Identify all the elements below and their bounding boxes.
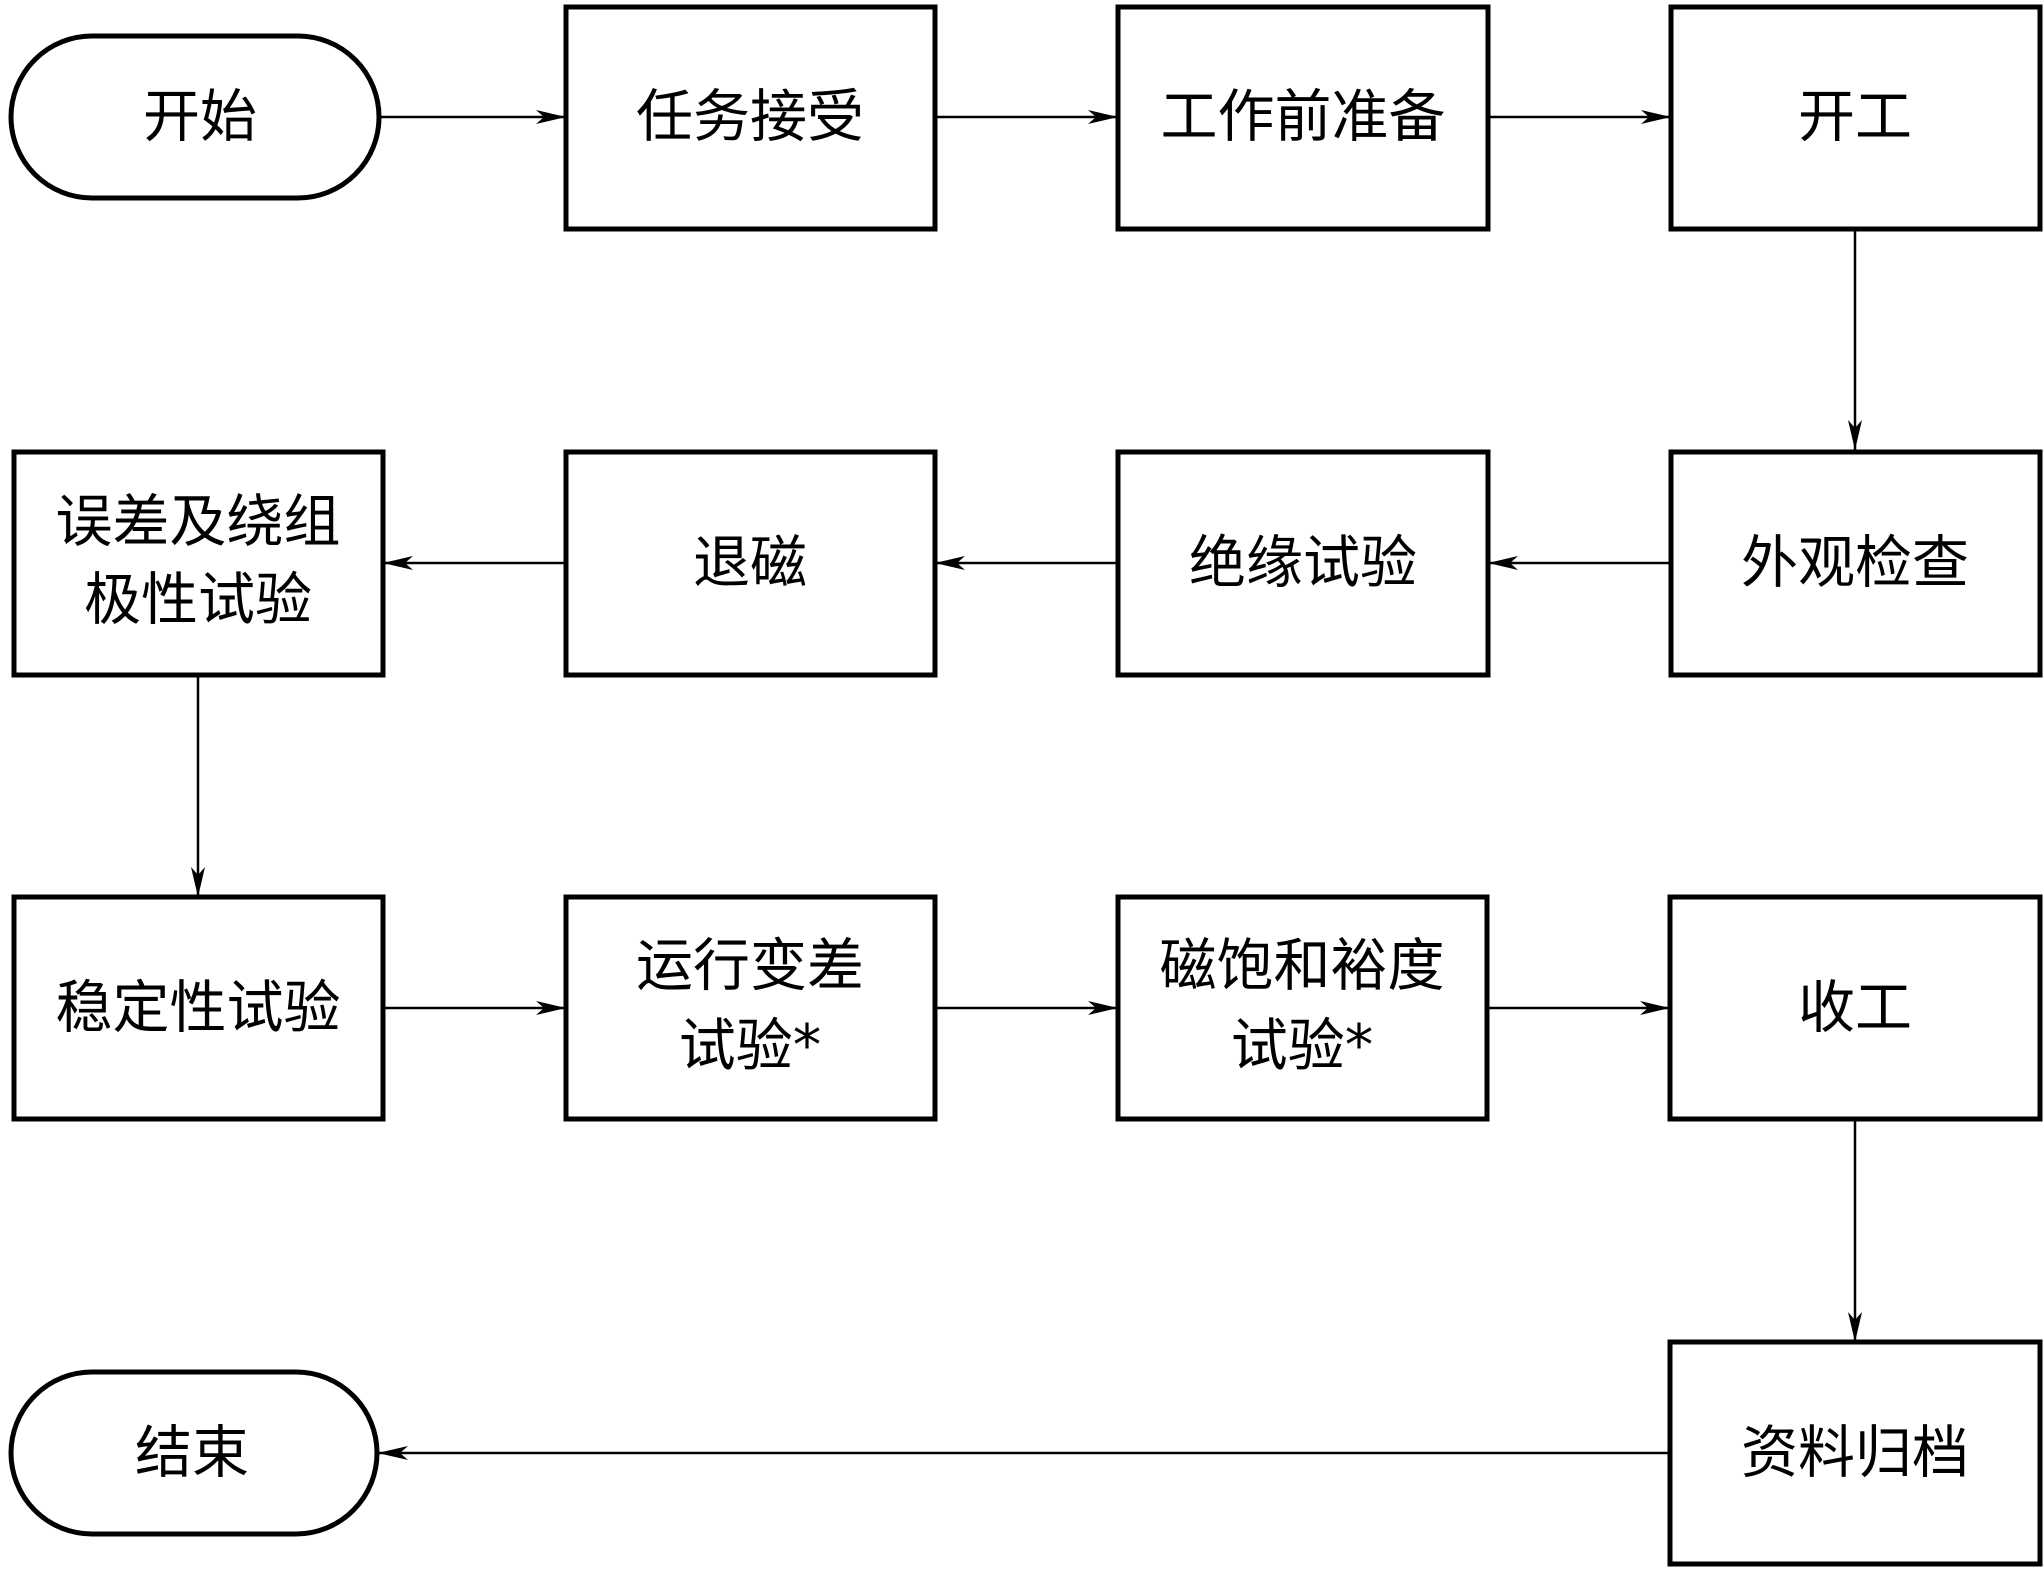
stability-test-label: 稳定性试验 <box>56 975 341 1041</box>
archive-step: 资料归档 <box>1667 1339 2043 1567</box>
error-polarity-test-step: 误差及绕组 极性试验 <box>11 449 386 678</box>
task-accept-step: 任务接受 <box>563 4 938 232</box>
work-start-label: 开工 <box>1798 84 1912 150</box>
work-start-step: 开工 <box>1668 4 2043 232</box>
start-label: 开始 <box>143 84 257 150</box>
insulation-test-step: 绝缘试验 <box>1115 449 1491 678</box>
work-finish-label: 收工 <box>1798 975 1912 1041</box>
error-polarity-test-label-line1: 误差及绕组 <box>56 489 341 555</box>
operating-ratio-test-label-line2: 试验* <box>679 1013 822 1079</box>
insulation-test-label: 绝缘试验 <box>1189 530 1417 596</box>
operating-ratio-test-label-line1: 运行变差 <box>636 933 864 999</box>
saturation-margin-test-label-line1: 磁饱和裕度 <box>1160 933 1445 999</box>
demagnetize-step: 退磁 <box>563 449 938 678</box>
pre-work-prep-step: 工作前准备 <box>1115 4 1491 232</box>
task-accept-label: 任务接受 <box>636 84 864 150</box>
edges <box>191 110 1862 1460</box>
visual-inspection-label: 外观检查 <box>1741 530 1969 596</box>
end-label: 结束 <box>135 1420 249 1486</box>
work-finish-step: 收工 <box>1667 894 2043 1122</box>
archive-label: 资料归档 <box>1741 1420 1969 1486</box>
visual-inspection-step: 外观检查 <box>1668 449 2043 678</box>
end-terminal: 结束 <box>8 1369 380 1537</box>
stability-test-step: 稳定性试验 <box>11 894 386 1122</box>
pre-work-prep-label: 工作前准备 <box>1161 84 1446 150</box>
start-terminal: 开始 <box>8 33 382 201</box>
error-polarity-test-label-line2: 极性试验 <box>84 567 312 633</box>
demagnetize-label: 退磁 <box>693 530 807 596</box>
saturation-margin-test-label-line2: 试验* <box>1231 1013 1374 1079</box>
operating-ratio-test-step: 运行变差 试验* <box>563 894 938 1122</box>
saturation-margin-test-step: 磁饱和裕度 试验* <box>1115 894 1490 1122</box>
